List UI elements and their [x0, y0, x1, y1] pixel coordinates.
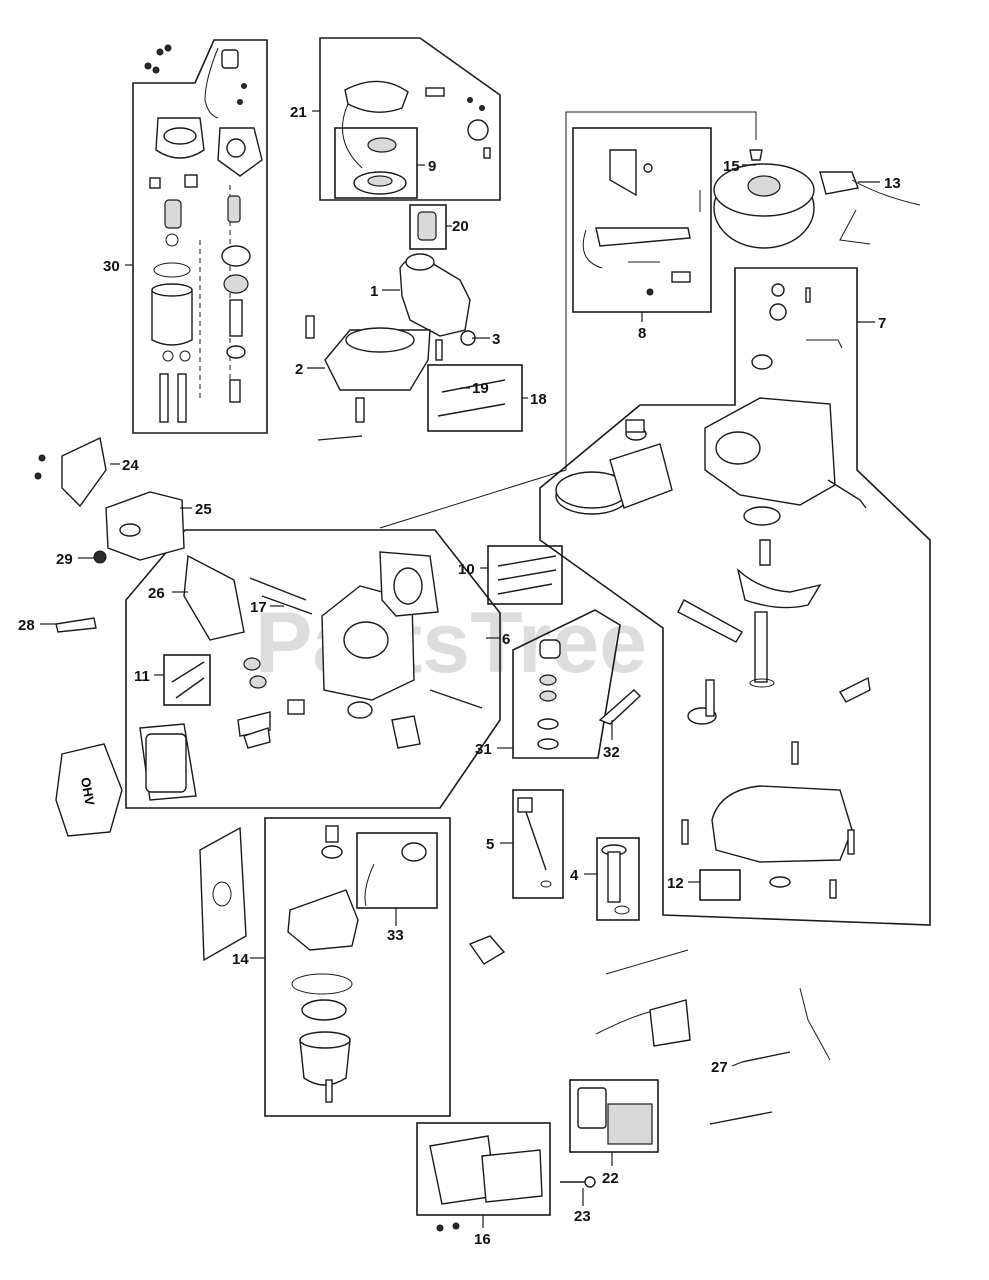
callout-21: 21 — [290, 104, 307, 121]
ohv-marking: OHV — [78, 776, 98, 807]
valve-cover: OHV — [55, 743, 123, 837]
callout-20: 20 — [452, 218, 469, 235]
shaft-18 — [437, 403, 506, 417]
group-22-outline — [569, 1079, 659, 1153]
flywheel-and-ignition — [713, 149, 921, 249]
group-6-cylinder-head-outline — [125, 529, 501, 809]
starter-assembly — [144, 44, 263, 423]
group-11-outline — [163, 654, 211, 706]
callout-23: 23 — [574, 1208, 591, 1225]
group-9-outline — [334, 127, 418, 199]
group-33-outline — [356, 832, 438, 909]
callout-19: 19 — [472, 380, 489, 397]
air-filter-parts — [429, 1087, 653, 1232]
callout-30: 30 — [103, 258, 120, 275]
piston-parts — [555, 419, 673, 515]
group-8-governor-outline — [572, 127, 712, 313]
callout-25: 25 — [195, 501, 212, 518]
callout-1: 1 — [370, 283, 378, 300]
watermark: PartsTree — [255, 595, 647, 691]
callout-4: 4 — [570, 867, 579, 884]
callout-32: 32 — [603, 744, 620, 761]
group-14-carburetor-outline — [264, 817, 451, 1117]
callout-26: 26 — [148, 585, 165, 602]
callout-14: 14 — [232, 951, 249, 968]
callout-16: 16 — [474, 1231, 491, 1248]
callout-8: 8 — [638, 325, 646, 342]
callout-13: 13 — [884, 175, 901, 192]
crankcase-parts — [677, 283, 871, 899]
callout-33: 33 — [387, 927, 404, 944]
callout-9: 9 — [428, 158, 436, 175]
group-10-outline — [487, 545, 563, 605]
callout-3: 3 — [492, 331, 500, 348]
callout-2: 2 — [295, 361, 303, 378]
callout-27: 27 — [711, 1059, 728, 1076]
dipstick-and-tube — [517, 797, 630, 915]
group-21-recoil-outline — [319, 37, 501, 201]
group-4-outline — [596, 837, 640, 921]
shaft-19 — [441, 379, 506, 393]
callout-17: 17 — [250, 599, 267, 616]
callout-11: 11 — [134, 668, 150, 685]
group-5-outline — [512, 789, 564, 899]
callout-12: 12 — [667, 875, 684, 892]
muffler-shield-parts — [34, 436, 185, 633]
callout-31: 31 — [475, 741, 492, 758]
breather-parts — [537, 639, 642, 750]
group-20-outline — [409, 204, 447, 250]
leader-lines — [40, 110, 880, 1228]
callout-7: 7 — [878, 315, 886, 332]
callout-28: 28 — [18, 617, 35, 634]
carburetor-parts — [287, 825, 427, 1103]
group-18-outline — [427, 364, 523, 432]
blower-housing-parts — [305, 253, 476, 441]
recoil-starter-parts — [341, 80, 491, 241]
cylinder-head-parts — [139, 551, 557, 801]
leader-path-15-6 — [379, 111, 757, 529]
callout-29: 29 — [56, 551, 73, 568]
group-12-outline — [699, 869, 741, 901]
callout-22: 22 — [602, 1170, 619, 1187]
group-30-starter-outline — [132, 39, 268, 434]
callout-24: 24 — [122, 457, 139, 474]
group-31-outline — [512, 609, 621, 759]
throttle-linkage-parts — [468, 935, 831, 1125]
callout-18: 18 — [530, 391, 547, 408]
governor-parts — [582, 149, 701, 296]
callout-15: 15 — [723, 158, 740, 175]
callout-numbers: 30 21 9 20 1 2 3 19 18 8 15 13 7 24 25 2… — [18, 104, 901, 1248]
callout-6: 6 — [502, 631, 510, 648]
gasket-plate — [199, 826, 247, 962]
callout-10: 10 — [458, 561, 475, 578]
group-7-crankcase-outline — [539, 267, 931, 926]
callout-5: 5 — [486, 836, 494, 853]
